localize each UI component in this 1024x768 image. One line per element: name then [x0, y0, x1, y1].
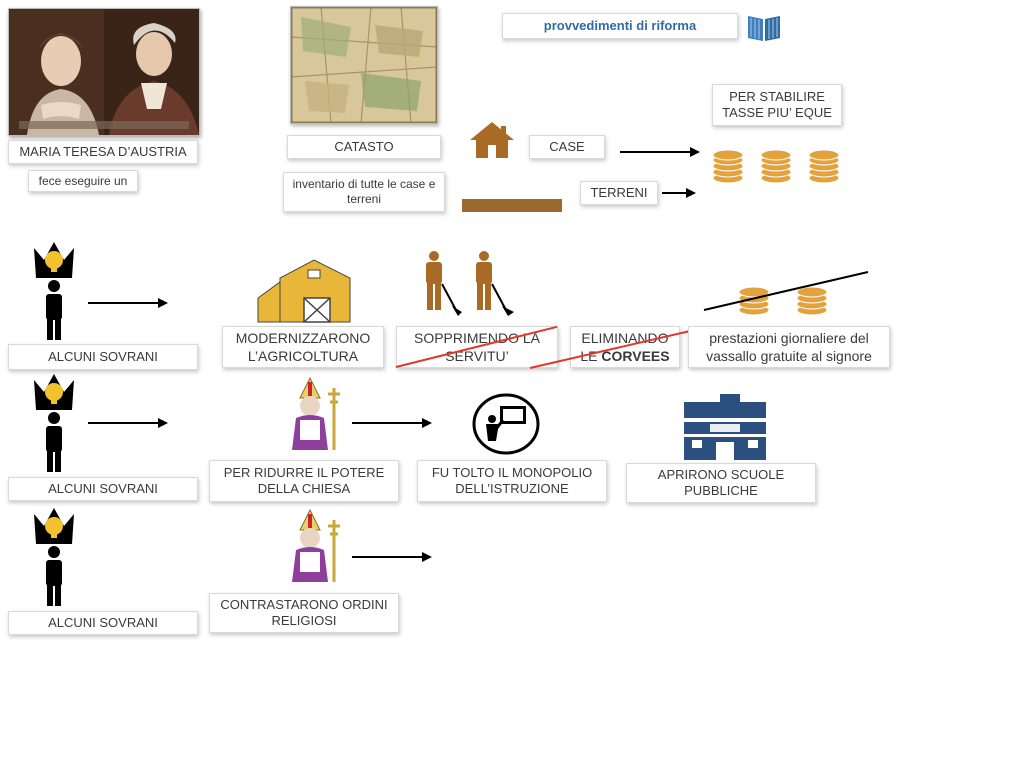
ordini-line1: CONTRASTARONO ORDINI — [220, 597, 388, 612]
monopolio-label: FU TOLTO IL MONOPOLIO DELL’ISTRUZIONE — [417, 460, 607, 502]
serfs-icon — [420, 250, 520, 320]
catasto-map — [290, 6, 438, 124]
arrow-case-coins — [620, 147, 700, 157]
scuole-line2: PUBBLICHE — [684, 483, 758, 498]
sovrani-label-text: ALCUNI SOVRANI — [48, 481, 158, 496]
tasse-line2: TASSE PIU’ EQUE — [722, 105, 832, 120]
bishop-icon — [290, 376, 342, 452]
barn-icon — [256, 258, 352, 324]
scuole-line1: APRIRONO SCUOLE — [657, 467, 785, 482]
scuole-label: APRIRONO SCUOLE PUBBLICHE — [626, 463, 816, 503]
inventario-label: inventario di tutte le case e terreni — [283, 172, 445, 212]
fece-eseguire-label: fece eseguire un — [28, 170, 138, 192]
bishop-icon — [290, 508, 342, 584]
page-title: provvedimenti di riforma — [502, 13, 738, 39]
arrow-ordini — [352, 552, 432, 562]
arrow-chiesa-monopolio — [352, 418, 432, 428]
coins-icon — [796, 284, 828, 316]
case-label-text: CASE — [549, 139, 585, 154]
monopolio-line1: FU TOLTO IL MONOPOLIO — [431, 465, 593, 480]
portrait-caption-text: MARIA TERESA D’AUSTRIA — [19, 144, 187, 159]
sovrani-label: ALCUNI SOVRANI — [8, 344, 198, 370]
school-icon — [680, 394, 770, 462]
terreni-label-text: TERRENI — [590, 185, 648, 200]
king-idea-icon — [32, 372, 76, 474]
king-idea-icon — [32, 240, 76, 342]
portrait-caption: MARIA TERESA D’AUSTRIA — [8, 140, 198, 164]
corvees-bold: CORVEES — [601, 348, 670, 364]
agricoltura-line1: MODERNIZZARONO — [235, 330, 371, 346]
coins-icon — [712, 149, 744, 184]
agricoltura-label: MODERNIZZARONO L’AGRICOLTURA — [222, 326, 384, 368]
king-idea-icon — [32, 506, 76, 608]
coins-strike-line — [703, 271, 869, 311]
terreni-label: TERRENI — [580, 181, 658, 205]
coins-icon — [760, 149, 792, 184]
sovrani-label-text: ALCUNI SOVRANI — [48, 349, 158, 364]
prestazioni-label: prestazioni giornaliere del vassallo gra… — [688, 326, 890, 368]
monopolio-line2: DELL’ISTRUZIONE — [455, 481, 569, 496]
coins-icon — [738, 284, 770, 316]
servitu-line1: SOPPRIMENDO LA — [413, 330, 541, 346]
arrow-terreni — [662, 188, 696, 198]
fece-eseguire-text: fece eseguire un — [38, 174, 128, 188]
ordini-label: CONTRASTARONO ORDINI RELIGIOSI — [209, 593, 399, 633]
teacher-icon — [472, 393, 540, 455]
agricoltura-line2: L’AGRICOLTURA — [247, 348, 359, 364]
ordini-line2: RELIGIOSI — [271, 613, 337, 628]
tasse-line1: PER STABILIRE — [729, 89, 825, 104]
chiesa-line2: DELLA CHIESA — [257, 481, 351, 496]
arrow-sovrani-agricoltura — [88, 298, 168, 308]
book-icon[interactable] — [746, 12, 782, 42]
page-title-text: provvedimenti di riforma — [543, 18, 697, 33]
sovrani-label-text: ALCUNI SOVRANI — [48, 615, 158, 630]
sovrani-label: ALCUNI SOVRANI — [8, 611, 198, 635]
catasto-label: CATASTO — [287, 135, 441, 159]
inventario-label-text: inventario di tutte le case e terreni — [292, 177, 436, 206]
servitu-line2: SERVITU’ — [445, 348, 509, 364]
arrow-sovrani-chiesa — [88, 418, 168, 428]
maria-teresa-portrait — [8, 8, 200, 136]
coins-icon — [808, 149, 840, 184]
corvees-label: ELIMINANDO LE CORVEES — [570, 326, 680, 368]
prestazioni-line2: vassallo gratuite al signore — [706, 348, 872, 364]
chiesa-line1: PER RIDURRE IL POTERE — [223, 465, 385, 480]
sovrani-label: ALCUNI SOVRANI — [8, 477, 198, 501]
tasse-label: PER STABILIRE TASSE PIU’ EQUE — [712, 84, 842, 126]
house-icon — [470, 120, 514, 160]
prestazioni-line1: prestazioni giornaliere del — [709, 330, 869, 346]
terreno-strip — [462, 199, 562, 212]
case-label: CASE — [529, 135, 605, 159]
catasto-label-text: CATASTO — [334, 139, 394, 154]
chiesa-label: PER RIDURRE IL POTERE DELLA CHIESA — [209, 460, 399, 502]
